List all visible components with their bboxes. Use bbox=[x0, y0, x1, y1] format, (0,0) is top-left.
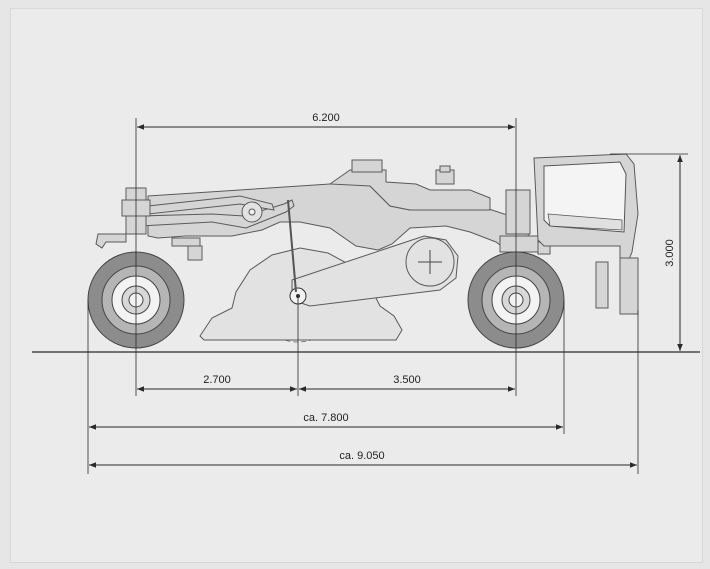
rotor-link-rod bbox=[287, 199, 297, 293]
cabin-window-lower bbox=[547, 213, 623, 231]
front-hitch bbox=[95, 233, 127, 249]
dim-label-height: 3.000 bbox=[664, 239, 676, 267]
dim-label-wheelbase: 6.200 bbox=[312, 112, 340, 124]
front-step bbox=[187, 245, 203, 261]
machine-silhouette bbox=[87, 153, 639, 349]
dim-label-front-to-rotor: 2.700 bbox=[203, 374, 231, 386]
rear-axle-block bbox=[499, 235, 539, 253]
exhaust-top bbox=[439, 165, 451, 173]
rear-steering-column bbox=[505, 189, 531, 235]
linkage-joint-pin bbox=[248, 208, 256, 216]
cabin-rear-ladder bbox=[619, 257, 639, 315]
dim-label-length-wheels: ca. 7.800 bbox=[303, 412, 348, 424]
cabin-post bbox=[595, 261, 609, 309]
dim-label-length-total: ca. 9.050 bbox=[339, 450, 384, 462]
engine-cap bbox=[351, 159, 383, 173]
cabin-window bbox=[543, 161, 627, 233]
dim-label-rotor-to-rear: 3.500 bbox=[393, 374, 421, 386]
front-hydraulic bbox=[171, 237, 201, 247]
engine-cover bbox=[328, 169, 491, 211]
extension-lines bbox=[87, 118, 688, 474]
